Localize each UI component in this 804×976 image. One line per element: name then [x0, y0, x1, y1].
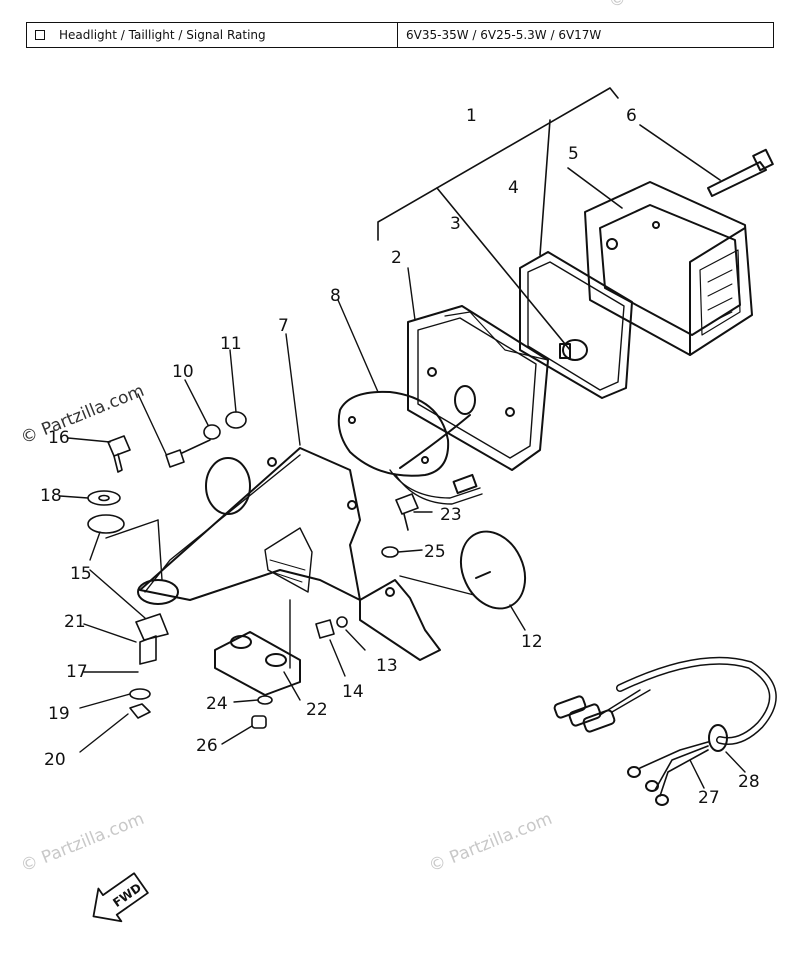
callout-26: 26	[196, 736, 218, 756]
fwd-direction-marker: FWD	[92, 872, 149, 923]
spec-table: Headlight / Taillight / Signal Rating 6V…	[26, 22, 774, 48]
callout-10: 10	[172, 362, 194, 382]
reflector-part12	[459, 530, 527, 610]
callout-24: 24	[206, 694, 228, 714]
spec-label: Headlight / Taillight / Signal Rating	[59, 28, 266, 42]
part-25	[381, 546, 399, 558]
part-11	[225, 411, 247, 429]
callout-20: 20	[44, 750, 66, 770]
gasket-part4	[519, 251, 633, 399]
callout-15: 15	[70, 564, 92, 584]
callout-28: 28	[738, 772, 760, 792]
callout-14: 14	[342, 682, 364, 702]
callout-3: 3	[450, 214, 461, 234]
wiring-harness-part27	[553, 656, 777, 806]
callout-11: 11	[220, 334, 242, 354]
callout-23: 23	[440, 505, 462, 525]
callout-12: 12	[521, 632, 543, 652]
oval-cover-part8	[337, 390, 483, 505]
leader-5	[567, 167, 623, 209]
callout-17: 17	[66, 662, 88, 682]
part-10-washer	[203, 424, 221, 440]
base-plate-part2	[407, 305, 549, 471]
part-19-washer	[129, 688, 151, 700]
part-26	[251, 715, 267, 729]
part-18-washer	[87, 490, 121, 506]
small-bracket-part13	[359, 579, 441, 661]
spec-value-cell: 6V35-35W / 6V25-5.3W / 6V17W	[398, 23, 773, 47]
part-24	[257, 695, 273, 705]
callout-5: 5	[568, 144, 579, 164]
part-20-nut	[129, 703, 151, 719]
callout-21: 21	[64, 612, 86, 632]
part-21	[135, 613, 169, 641]
grommet-28	[708, 724, 728, 752]
callout-27: 27	[698, 788, 720, 808]
callout-2: 2	[391, 248, 402, 268]
spec-label-cell: Headlight / Taillight / Signal Rating	[27, 23, 398, 47]
checkbox-square-icon	[35, 30, 45, 40]
leader-lines	[59, 267, 746, 789]
leader-4	[539, 119, 551, 256]
spec-value: 6V35-35W / 6V25-5.3W / 6V17W	[406, 28, 602, 42]
callout-13: 13	[376, 656, 398, 676]
bolt-16-head	[107, 435, 131, 457]
main-bracket-part7	[137, 447, 361, 605]
part-14-nut	[315, 619, 335, 639]
leader-3	[436, 187, 571, 351]
lens-housing-part5	[584, 181, 753, 356]
callout-19: 19	[48, 704, 70, 724]
rubber-mount-part22	[214, 631, 301, 696]
callout-7: 7	[278, 316, 289, 336]
callout-1: 1	[466, 106, 477, 126]
fwd-label: FWD	[110, 880, 144, 909]
part-17	[139, 635, 157, 665]
callout-8: 8	[330, 286, 341, 306]
callout-18: 18	[40, 486, 62, 506]
hardware-small-parts	[87, 411, 419, 729]
assembly-bracket	[377, 87, 721, 351]
callout-16: 16	[48, 428, 70, 448]
callout-4: 4	[508, 178, 519, 198]
leader-6	[639, 124, 721, 181]
callout-6: 6	[626, 106, 637, 126]
callout-22: 22	[306, 700, 328, 720]
long-screw-part6	[707, 148, 774, 197]
part-15	[87, 514, 125, 534]
bracket-line-1	[377, 87, 619, 241]
bulb-part3	[559, 339, 588, 361]
part-23-screw	[395, 493, 419, 515]
callout-25: 25	[424, 542, 446, 562]
